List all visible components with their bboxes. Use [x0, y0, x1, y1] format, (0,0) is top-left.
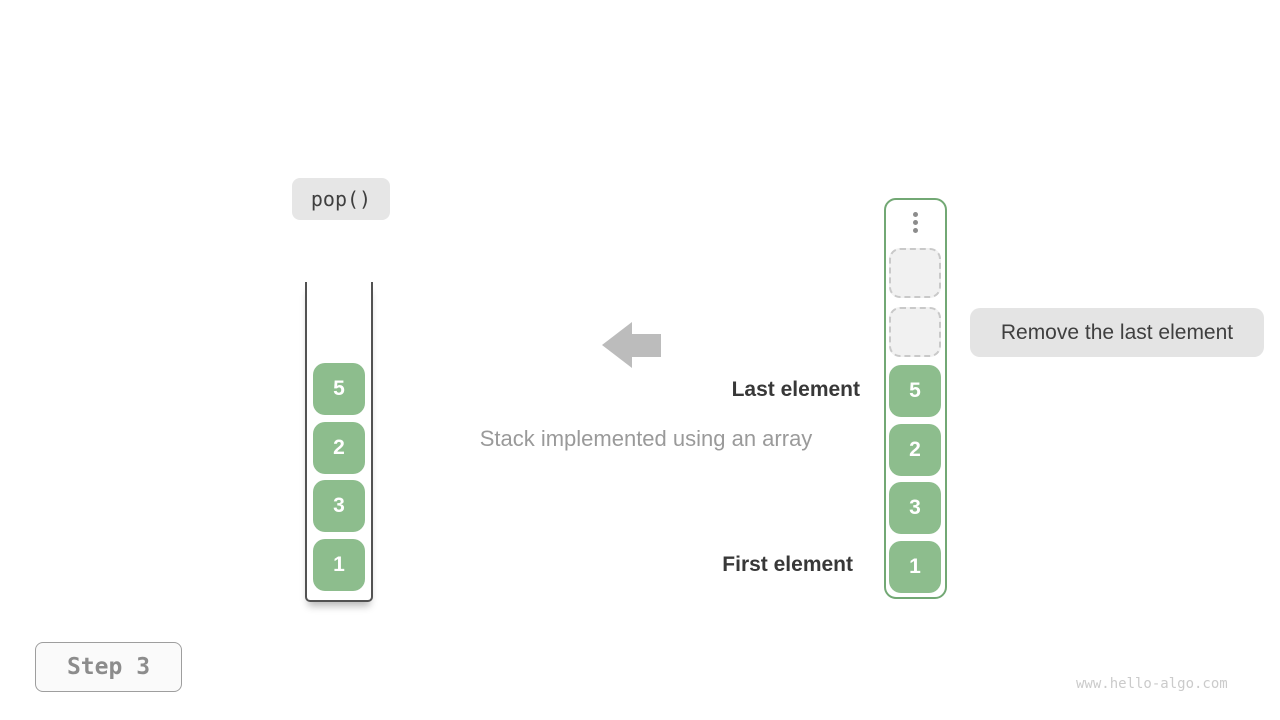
first-element-label: First element — [722, 553, 853, 576]
empty-array-slot — [889, 248, 941, 298]
array-cell: 3 — [889, 482, 941, 534]
array-cell: 5 — [889, 365, 941, 417]
stack-container-left: 5 2 3 1 — [305, 282, 373, 602]
stack-cell: 2 — [313, 422, 365, 474]
left-arrow-icon — [602, 322, 662, 368]
stack-cell: 3 — [313, 480, 365, 532]
last-element-label: Last element — [731, 378, 860, 401]
stack-cell: 1 — [313, 539, 365, 591]
operation-label: pop() — [292, 178, 390, 220]
left-arrow-head — [602, 322, 632, 368]
empty-array-slot — [889, 307, 941, 357]
watermark: www.hello-algo.com — [1076, 676, 1228, 692]
array-cell: 2 — [889, 424, 941, 476]
left-arrow-tail — [632, 334, 661, 357]
array-container-right: 5 2 3 1 — [884, 198, 947, 599]
step-badge: Step 3 — [35, 642, 182, 692]
stack-cell: 5 — [313, 363, 365, 415]
diagram-caption: Stack implemented using an array — [479, 426, 813, 451]
annotation-label: Remove the last element — [970, 308, 1264, 357]
vertical-ellipsis-icon — [886, 212, 945, 233]
array-cell: 1 — [889, 541, 941, 593]
